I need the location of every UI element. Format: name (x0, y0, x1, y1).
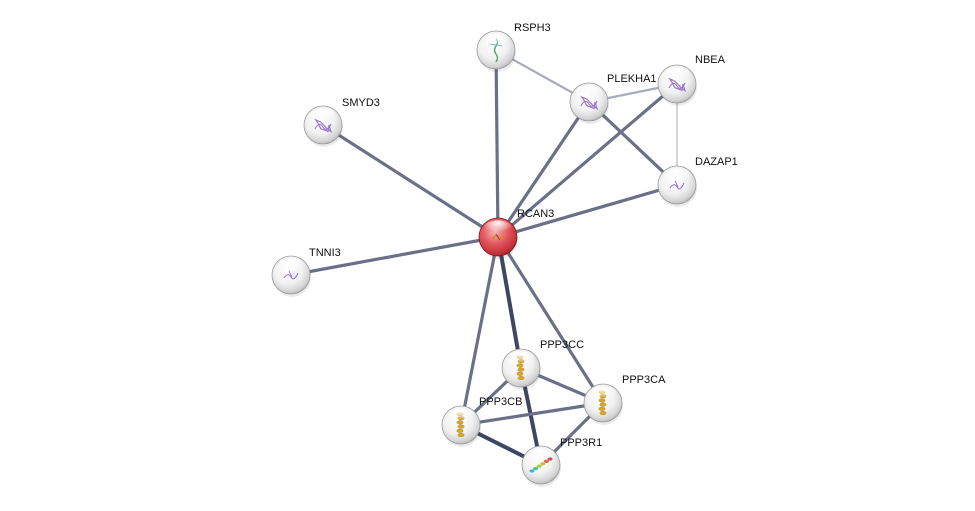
node-label-dazap1: DAZAP1 (695, 156, 738, 168)
edge-rcan3-plekha1[interactable] (496, 100, 591, 239)
node-ppp3r1[interactable] (521, 445, 561, 487)
node-plekha1[interactable] (569, 82, 609, 124)
node-gloss (482, 33, 510, 48)
node-gloss (484, 220, 512, 235)
node-ppp3cc[interactable] (501, 348, 541, 390)
edge-plekha1-dazap1[interactable] (587, 100, 679, 187)
node-gloss (309, 108, 337, 123)
edge-rcan3-tnni3[interactable] (289, 235, 500, 277)
node-label-smyd3: SMYD3 (342, 97, 380, 109)
node-gloss (447, 408, 475, 423)
node-nbea[interactable] (657, 64, 697, 106)
edge-rcan3-smyd3[interactable] (321, 123, 500, 239)
edge-ppp3ca-ppp3cb[interactable] (459, 401, 605, 427)
node-gloss (527, 448, 555, 463)
node-gloss (663, 168, 691, 183)
node-gloss (589, 386, 617, 401)
node-label-ppp3cb: PPP3CB (479, 396, 522, 408)
node-label-plekha1: PLEKHA1 (607, 73, 657, 85)
node-ppp3ca[interactable] (583, 383, 623, 425)
node-rsph3[interactable] (476, 30, 516, 72)
node-ppp3cb[interactable] (441, 405, 481, 447)
edge-rcan3-ppp3cc[interactable] (496, 235, 523, 370)
node-label-rcan3: RCAN3 (517, 208, 554, 220)
node-smyd3[interactable] (303, 105, 343, 147)
structure-icon (492, 233, 505, 241)
node-label-ppp3r1: PPP3R1 (560, 437, 602, 449)
edge-rcan3-ppp3cb[interactable] (459, 235, 500, 427)
node-rcan3[interactable] (478, 217, 518, 259)
edge-rcan3-dazap1[interactable] (496, 183, 679, 239)
node-label-tnni3: TNNI3 (309, 247, 341, 259)
node-tnni3[interactable] (271, 255, 311, 297)
node-dazap1[interactable] (657, 165, 697, 207)
node-label-nbea: NBEA (695, 54, 726, 66)
node-gloss (663, 67, 691, 82)
node-label-rsph3: RSPH3 (514, 22, 551, 34)
edge-rcan3-nbea[interactable] (496, 82, 679, 239)
edge-rcan3-rsph3[interactable] (494, 48, 500, 239)
node-label-ppp3cc: PPP3CC (540, 339, 584, 351)
node-gloss (277, 258, 305, 273)
node-gloss (507, 351, 535, 366)
node-label-ppp3ca: PPP3CA (622, 374, 666, 386)
nodes-layer (271, 30, 697, 487)
node-gloss (575, 85, 603, 100)
edge-rcan3-ppp3ca[interactable] (496, 235, 605, 405)
